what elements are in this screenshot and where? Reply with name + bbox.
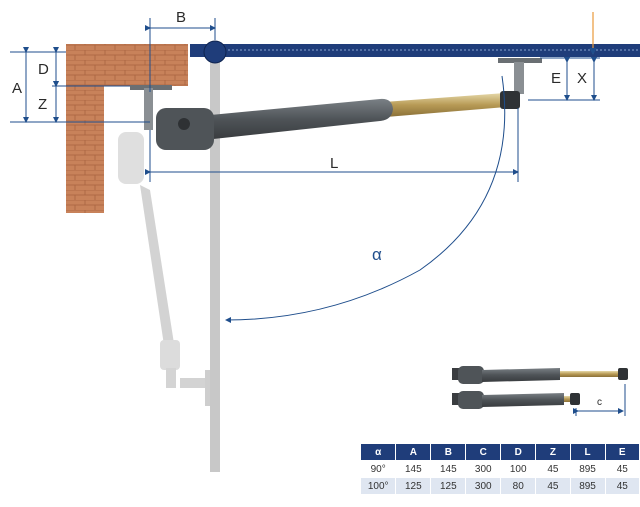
stroke-inset xyxy=(452,366,628,416)
header-l: L xyxy=(570,444,605,460)
header-b: B xyxy=(431,444,466,460)
cell: 125 xyxy=(396,478,431,494)
cell: 45 xyxy=(605,478,639,494)
actuator-open-position xyxy=(118,132,213,406)
cell: 80 xyxy=(501,478,536,494)
actuator-closed-position xyxy=(156,91,520,150)
label-z: Z xyxy=(38,96,47,113)
cell: 895 xyxy=(570,461,605,477)
gate-bracket xyxy=(498,58,542,94)
gate-post xyxy=(210,52,220,472)
label-l: L xyxy=(330,155,338,172)
header-a: A xyxy=(396,444,431,460)
cell: 300 xyxy=(466,478,501,494)
cell: 90° xyxy=(361,461,396,477)
cell: 45 xyxy=(536,478,570,494)
cell: 125 xyxy=(431,478,466,494)
label-x: X xyxy=(577,70,587,87)
header-e: E xyxy=(605,444,639,460)
label-a: A xyxy=(12,80,22,97)
cell: 145 xyxy=(431,461,466,477)
cell: 45 xyxy=(536,461,570,477)
label-alpha: α xyxy=(372,245,382,264)
cell: 145 xyxy=(396,461,431,477)
specification-table: α A B C D Z L E 90° 145 145 300 100 45 8… xyxy=(360,443,640,495)
header-alpha: α xyxy=(361,444,396,460)
header-d: D xyxy=(501,444,536,460)
pillar-bracket xyxy=(130,85,172,130)
cell: 300 xyxy=(466,461,501,477)
table-row: 100° 125 125 300 80 45 895 45 xyxy=(361,478,639,494)
cell: 45 xyxy=(605,461,639,477)
label-e: E xyxy=(551,70,561,87)
label-b: B xyxy=(176,9,186,26)
header-c: C xyxy=(466,444,501,460)
cell: 100° xyxy=(361,478,396,494)
label-c: c xyxy=(597,397,602,408)
table-header-row: α A B C D Z L E xyxy=(361,444,639,460)
gate-beam xyxy=(190,44,640,57)
hinge-icon xyxy=(203,40,227,64)
cell: 100 xyxy=(501,461,536,477)
table-row: 90° 145 145 300 100 45 895 45 xyxy=(361,461,639,477)
cell: 895 xyxy=(570,478,605,494)
label-d: D xyxy=(38,61,49,78)
brick-pillar xyxy=(66,44,188,213)
dimension-lines xyxy=(10,18,600,323)
header-z: Z xyxy=(536,444,570,460)
